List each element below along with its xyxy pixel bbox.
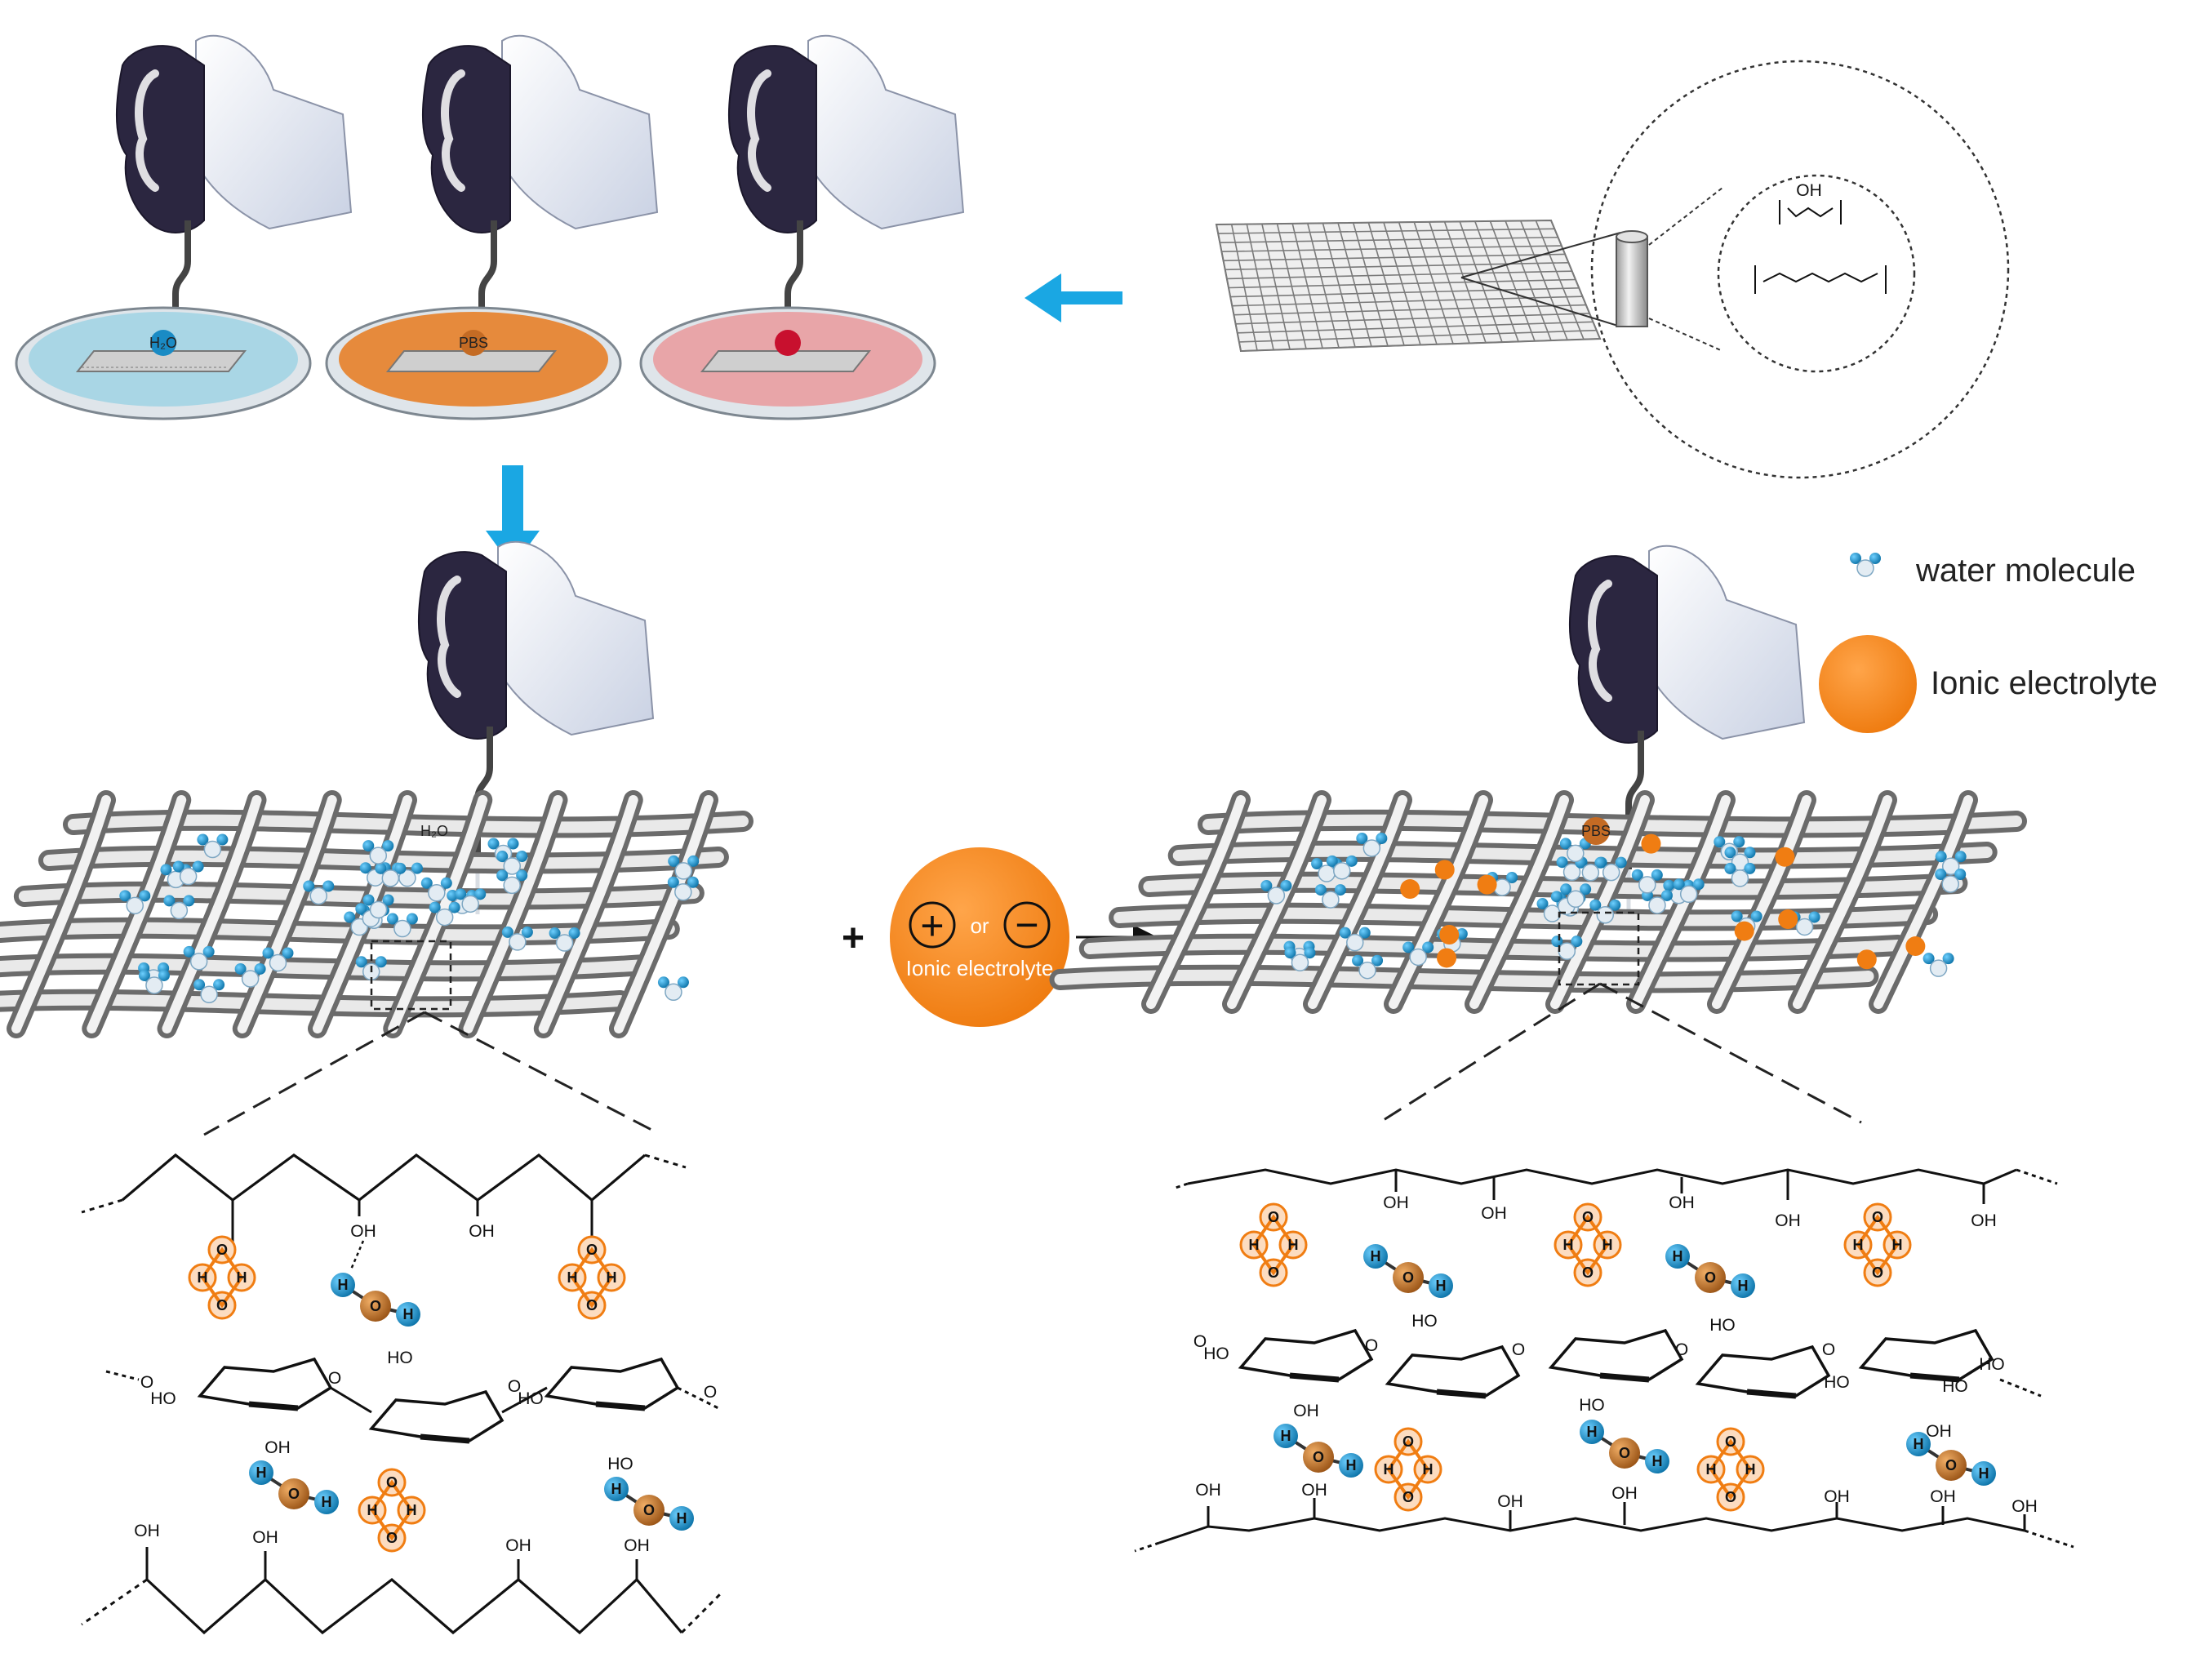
fiber-mesh-right (1049, 790, 2027, 1014)
zoom-box-left (370, 940, 452, 1011)
plus-operator: + (842, 917, 865, 960)
oh-label: OH (1669, 1193, 1695, 1212)
ho-label: HO (1203, 1344, 1229, 1363)
oh-label: OH (624, 1536, 650, 1555)
oh-label: OH (1775, 1211, 1801, 1230)
oh-label: OH (1930, 1487, 1956, 1506)
dish-label-1: PBS (459, 335, 488, 351)
oh-label: OH (1824, 1487, 1850, 1506)
chem-label: OH (1796, 181, 1822, 200)
dish-row: H₂O PBS (15, 36, 963, 420)
oh-label: OH (1926, 1422, 1952, 1441)
oh-label: OH (252, 1528, 278, 1547)
arrow-left-icon (1025, 273, 1122, 322)
mesh-zoom: OH (1215, 60, 2010, 479)
ho-label: HO (1942, 1377, 1968, 1396)
zoom-box-right (1558, 911, 1640, 986)
legend: water molecule Ionic electrolyte (1819, 552, 2158, 733)
oh-label: OH (1293, 1402, 1319, 1420)
chemical-structure-right: OH OH OH OH OH HO HO O HO O O O O HO HO … (1134, 1168, 2074, 1553)
zoom-circle-inner (1717, 174, 1916, 373)
fiber-mesh-left (0, 790, 753, 1038)
oh-label: OH (350, 1222, 376, 1241)
ball-label: Ionic electrolyte (906, 956, 1054, 980)
ho-label: HO (607, 1455, 633, 1473)
water-drop (150, 330, 176, 356)
ho-label: HO (1979, 1355, 2005, 1374)
oh-label: OH (1497, 1492, 1523, 1511)
ho-label: HO (1579, 1396, 1605, 1415)
ball-plus: + (920, 903, 944, 949)
ho-label: HO (150, 1389, 176, 1408)
o-label: O (1365, 1336, 1378, 1355)
oh-label: OH (505, 1536, 531, 1555)
flow-arrows (486, 273, 1122, 567)
chemical-structure-left: OH OH HO O O O HO HO O OH HO OH O (81, 1153, 724, 1635)
ho-label: HO (1709, 1316, 1736, 1335)
ho-label: HO (387, 1349, 413, 1367)
cylinder-fiber-icon (1616, 230, 1648, 327)
ball-minus: − (1015, 902, 1038, 948)
oh-label: OH (1383, 1193, 1409, 1212)
electrolyte-ball: + or − Ionic electrolyte (890, 847, 1069, 1027)
oh-label: OH (134, 1522, 160, 1540)
ho-label: HO (518, 1389, 544, 1408)
o-label: O (328, 1369, 341, 1388)
oh-label: OH (2011, 1497, 2038, 1516)
ho-label: HO (1411, 1312, 1438, 1331)
oh-label: OH (1971, 1211, 1997, 1230)
petri-dish-icon (15, 306, 312, 420)
arrow-down-icon (486, 465, 540, 567)
o-label: O (508, 1377, 521, 1396)
o-label: O (1675, 1340, 1688, 1359)
o-label: O (704, 1383, 717, 1402)
ho-label: HO (1824, 1373, 1850, 1392)
o-label: O (1512, 1340, 1525, 1359)
ionic-electrolyte-icon (1819, 635, 1917, 733)
left-mesh-drop-label: H₂O (420, 823, 448, 839)
oh-label: OH (1481, 1204, 1507, 1223)
oh-label: OH (264, 1438, 291, 1457)
legend-electrolyte-label: Ionic electrolyte (1931, 665, 2158, 701)
o-label: O (140, 1373, 153, 1392)
dish-label-0: H₂O (149, 335, 177, 351)
legend-water-label: water molecule (1915, 553, 2136, 589)
o-label: O (1822, 1340, 1835, 1359)
oh-label: OH (469, 1222, 495, 1241)
oh-label: OH (1301, 1481, 1327, 1500)
pbs-drop (460, 330, 487, 356)
petri-dish-icon (639, 306, 936, 420)
ball-or: or (970, 913, 989, 938)
oh-label: OH (1195, 1481, 1221, 1500)
o-label: O (1194, 1332, 1207, 1351)
oh-label: OH (1611, 1484, 1638, 1503)
zoom-circle-outer (1590, 60, 2010, 479)
right-mesh-drop-label: PBS (1581, 823, 1611, 839)
petri-dish-icon (325, 306, 622, 420)
media-drop (775, 330, 801, 356)
water-molecule-icon (1849, 552, 1882, 577)
